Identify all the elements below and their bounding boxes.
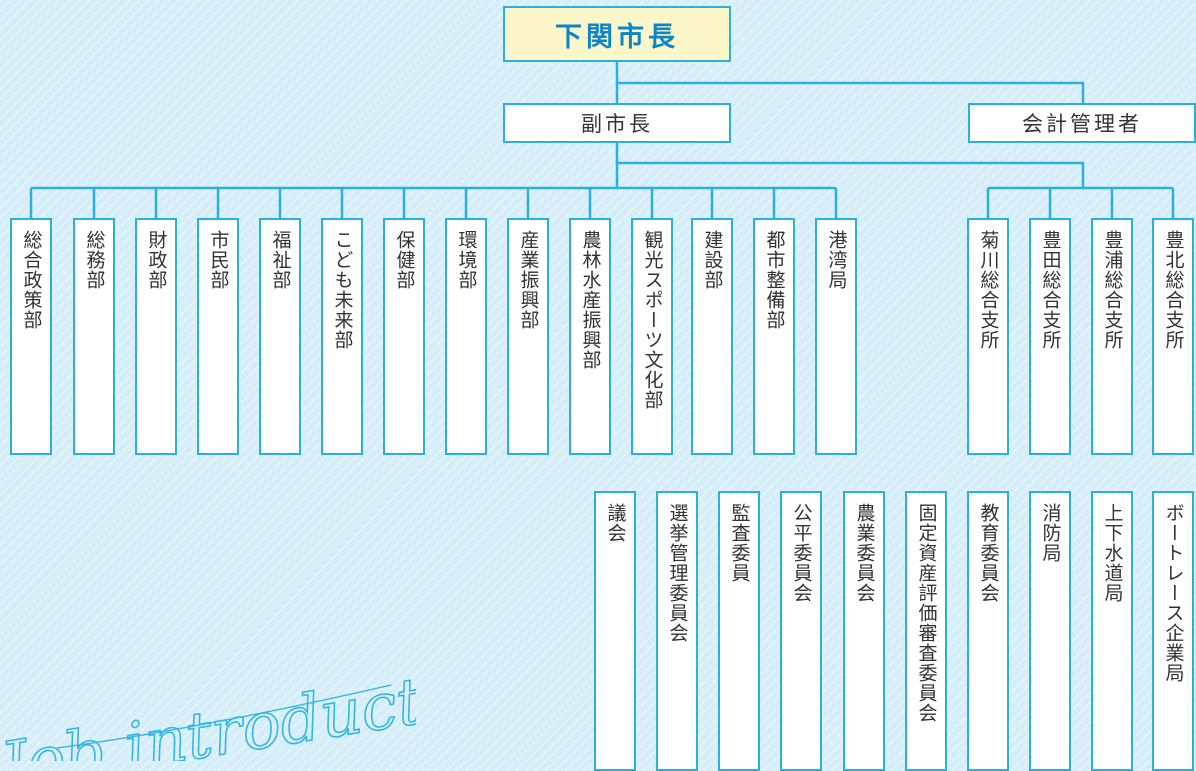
department-box: 港湾局	[815, 218, 857, 455]
committee-box: 上下水道局	[1091, 491, 1133, 771]
committee-box: 監査委員	[718, 491, 760, 771]
vice-mayor-box: 副市長	[503, 103, 731, 143]
department-label: 環境部	[455, 230, 478, 290]
accountant-box: 会計管理者	[968, 103, 1196, 143]
department-box: 都市整備部	[753, 218, 795, 455]
department-label: こども未来部	[331, 230, 354, 350]
department-box: こども未来部	[321, 218, 363, 455]
department-label: 保健部	[393, 230, 416, 290]
department-label: 総務部	[83, 230, 106, 290]
department-box: 福祉部	[259, 218, 301, 455]
committee-box: 消防局	[1029, 491, 1071, 771]
department-box: 農林水産振興部	[569, 218, 611, 455]
department-box: 観光スポーツ文化部	[631, 218, 673, 455]
department-box: 保健部	[383, 218, 425, 455]
department-box: 産業振興部	[507, 218, 549, 455]
department-label: 港湾局	[825, 230, 848, 290]
committee-box: 固定資産評価審査委員会	[905, 491, 947, 771]
committee-label: 消防局	[1039, 503, 1062, 563]
committee-label: 上下水道局	[1101, 503, 1124, 603]
committee-label: ボートレース企業局	[1162, 503, 1185, 683]
committee-box: 議会	[594, 491, 636, 771]
committee-label: 公平委員会	[790, 503, 813, 603]
branch-office-label: 豊浦総合支所	[1101, 230, 1124, 350]
committee-box: ボートレース企業局	[1152, 491, 1194, 771]
department-label: 総合政策部	[20, 230, 43, 330]
branch-office-box: 豊北総合支所	[1152, 218, 1194, 455]
committee-label: 議会	[604, 503, 627, 543]
committee-label: 農業委員会	[853, 503, 876, 603]
department-label: 都市整備部	[763, 230, 786, 330]
department-label: 農林水産振興部	[579, 230, 602, 370]
department-label: 建設部	[701, 230, 724, 290]
mayor-box: 下関市長	[503, 6, 731, 62]
department-box: 市民部	[197, 218, 239, 455]
branch-office-box: 豊浦総合支所	[1091, 218, 1133, 455]
department-box: 総合政策部	[10, 218, 52, 455]
logo-script-text: Job introduction	[0, 649, 416, 761]
job-introduction-logo: Job introduction	[0, 640, 416, 761]
committee-box: 教育委員会	[967, 491, 1009, 771]
branch-office-box: 豊田総合支所	[1029, 218, 1071, 455]
department-box: 財政部	[135, 218, 177, 455]
department-label: 産業振興部	[517, 230, 540, 330]
department-box: 環境部	[445, 218, 487, 455]
committee-label: 選挙管理委員会	[666, 503, 689, 643]
department-box: 総務部	[73, 218, 115, 455]
department-box: 建設部	[691, 218, 733, 455]
department-label: 観光スポーツ文化部	[641, 230, 664, 410]
department-label: 市民部	[207, 230, 230, 290]
branch-office-label: 豊田総合支所	[1039, 230, 1062, 350]
department-label: 財政部	[145, 230, 168, 290]
branch-office-box: 菊川総合支所	[967, 218, 1009, 455]
committee-box: 選挙管理委員会	[656, 491, 698, 771]
department-label: 福祉部	[269, 230, 292, 290]
branch-office-label: 豊北総合支所	[1162, 230, 1185, 350]
committee-box: 農業委員会	[843, 491, 885, 771]
committee-box: 公平委員会	[780, 491, 822, 771]
committee-label: 教育委員会	[977, 503, 1000, 603]
committee-label: 固定資産評価審査委員会	[915, 503, 938, 723]
branch-office-label: 菊川総合支所	[977, 230, 1000, 350]
committee-label: 監査委員	[728, 503, 751, 583]
